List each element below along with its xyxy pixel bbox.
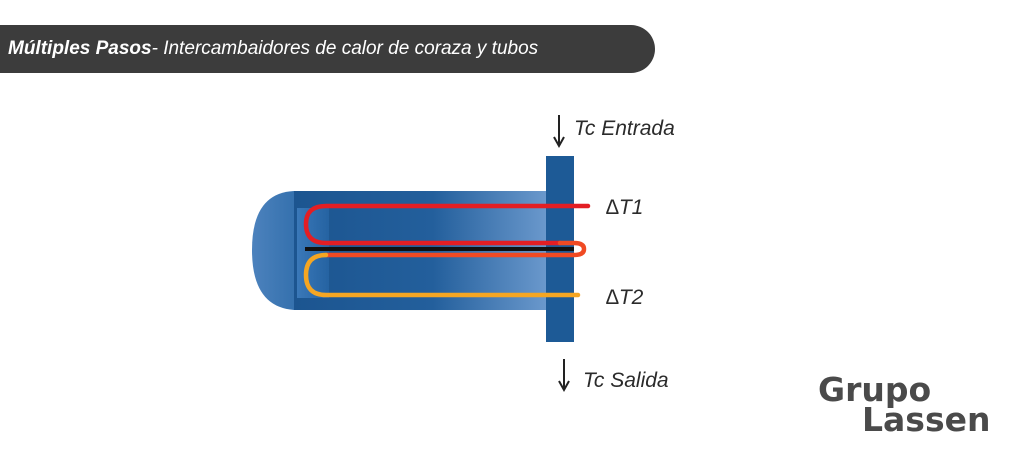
inlet-label: Tc Entrada <box>574 117 675 140</box>
tube-pass-red <box>303 203 591 246</box>
tube-pass-orange <box>303 252 581 298</box>
logo-line-2: Lassen <box>862 400 990 439</box>
logo-line-1: Grupo <box>818 370 931 409</box>
tube-pass-return <box>323 240 587 258</box>
inlet-arrow-icon <box>553 115 565 149</box>
outlet-arrow-icon <box>558 359 570 393</box>
delta-t1-label: ∆T1 <box>606 196 643 219</box>
title-subtitle: - Intercambaidores de calor de coraza y … <box>151 38 539 59</box>
grupo-lassen-logo: Grupo Lassen <box>818 370 990 439</box>
delta-t2-label: ∆T2 <box>606 286 644 309</box>
shell-head <box>252 191 296 310</box>
title-banner: Múltiples Pasos - Intercambaidores de ca… <box>0 25 655 73</box>
title-bold: Múltiples Pasos <box>8 38 152 59</box>
outlet-label: Tc Salida <box>583 369 669 392</box>
